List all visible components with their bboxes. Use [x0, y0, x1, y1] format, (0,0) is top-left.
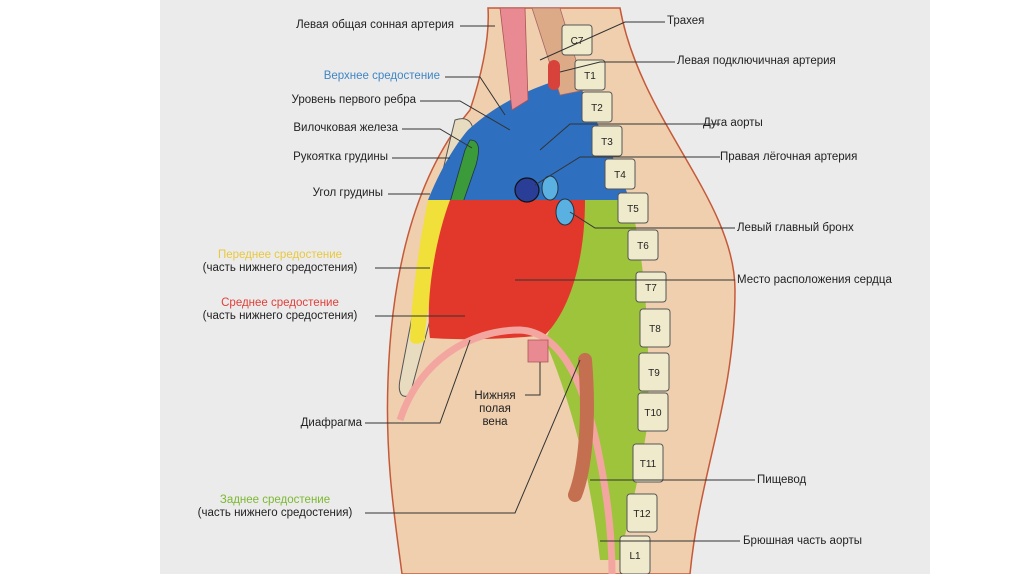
vertebra-label: T3 — [601, 137, 613, 148]
label-pulmonary-artery: Правая лёгочная артерия — [720, 151, 858, 163]
vertebra-label: T1 — [584, 71, 596, 82]
label-ivc: Нижняя полая вена — [470, 390, 520, 429]
label-superior-mediastinum: Верхнее средостение — [323, 70, 440, 82]
pulmonary-artery — [514, 177, 540, 203]
label-anterior-sub: (часть нижнего средостения) — [202, 262, 358, 274]
vertebra-label: T11 — [640, 459, 657, 470]
vertebra-label: C7 — [571, 36, 584, 47]
label-subclavian: Левая подключичная артерия — [677, 55, 836, 67]
label-posterior-sub: (часть нижнего средостения) — [197, 507, 353, 519]
vertebra-T5 — [617, 192, 649, 224]
label-diaphragm: Диафрагма — [300, 417, 362, 429]
label-heart-location: Место расположения сердца — [737, 274, 892, 286]
leader-lines — [365, 21, 755, 542]
vertebra-T12 — [626, 493, 658, 533]
label-thymus: Вилочковая железа — [293, 122, 398, 134]
vertebra-L1 — [619, 535, 651, 574]
bronchus-2 — [555, 198, 575, 226]
vertebra-label: L1 — [629, 551, 641, 562]
ivc-line-2: полая — [479, 403, 511, 415]
label-first-rib-level: Уровень первого ребра — [291, 94, 416, 106]
ivc-line-3: вена — [482, 416, 508, 428]
superior-mediastinum-region — [428, 75, 630, 200]
vertebra-label: T10 — [644, 408, 662, 419]
vertebra-C7 — [561, 24, 593, 56]
label-trachea: Трахея — [667, 15, 705, 27]
ivc — [527, 339, 549, 363]
vertebra-label: T2 — [591, 103, 603, 114]
vertebra-label: T6 — [637, 241, 649, 252]
label-posterior-mediastinum: Заднее средостение — [219, 494, 331, 506]
vertebra-T8 — [639, 308, 671, 348]
trachea — [499, 7, 529, 111]
vertebra-T3 — [591, 125, 623, 157]
vertebra-T11 — [632, 443, 664, 483]
label-abdominal-aorta: Брюшная часть аорты — [743, 535, 863, 547]
label-carotid: Левая общая сонная артерия — [296, 19, 454, 31]
label-middle-mediastinum: Среднее средостение — [221, 297, 339, 309]
esophagus-lower — [568, 353, 594, 502]
label-bronchus: Левый главный бронх — [737, 222, 854, 234]
vertebra-T4 — [604, 158, 636, 190]
label-middle-sub: (часть нижнего средостения) — [202, 310, 358, 322]
vertebra-label: T12 — [633, 509, 651, 520]
subclavian-artery — [548, 60, 560, 90]
vertebra-label: T4 — [614, 170, 626, 181]
middle-mediastinum-region — [428, 200, 585, 340]
vertebra-T10 — [637, 392, 669, 432]
vertebra-T1 — [574, 59, 606, 91]
vertebra-label: T9 — [648, 368, 660, 379]
vertebra-label: T5 — [627, 204, 639, 215]
label-anterior-mediastinum: Переднее средостение — [217, 249, 343, 261]
vertebra-T6 — [627, 229, 659, 261]
label-esophagus: Пищевод — [757, 474, 807, 486]
ivc-line-1: Нижняя — [474, 390, 516, 402]
vertebra-T2 — [581, 91, 613, 123]
diaphragm — [396, 326, 616, 574]
vertebra-label: T7 — [645, 283, 657, 294]
vertebra-label: T8 — [649, 324, 661, 335]
label-manubrium: Рукоятка грудины — [293, 151, 388, 163]
label-aortic-arch: Дуга аорты — [703, 117, 763, 129]
vertebra-T9 — [638, 352, 670, 392]
label-sternal-angle: Угол грудины — [312, 187, 383, 199]
